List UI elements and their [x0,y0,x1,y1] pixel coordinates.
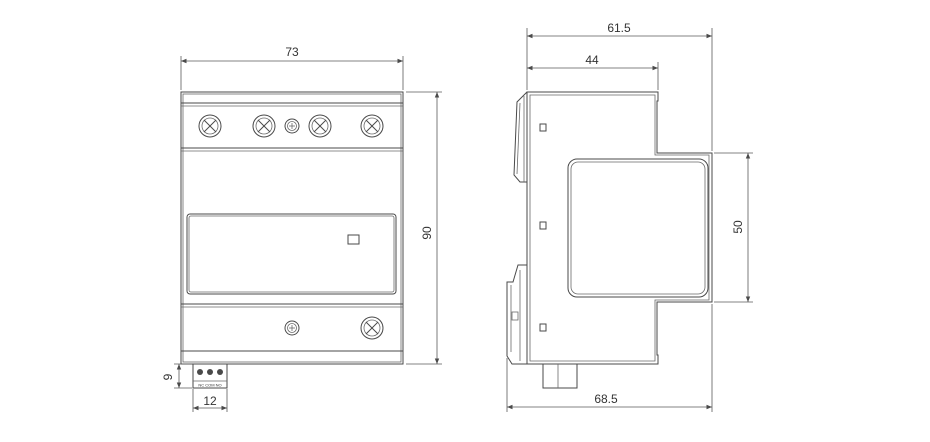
terminal-screw-icon [198,114,222,138]
terminal-screw-icon [360,316,384,340]
dim-label-terminal-width: 12 [203,394,217,408]
side-terminal-block [542,363,578,389]
dim-label-side-inner-top: 44 [585,53,599,67]
side-housing-inner-outline [529,94,710,362]
din-clip-bottom [506,264,527,365]
side-window-outline [567,158,709,298]
vent-slot [539,123,547,132]
status-indicator-window [347,234,360,245]
front-view: NC COM NO 73 90 9 12 [161,45,442,412]
dim-label-front-height: 90 [420,226,434,240]
terminal-block-label: NC COM NO [198,383,221,388]
front-label-window-inner [188,215,395,293]
small-screw-icon [284,320,300,336]
terminal-screw-icon [308,114,332,138]
side-window-inner [570,161,706,295]
terminal-block-outline [192,363,228,389]
dim-label-terminal-height: 9 [161,373,175,380]
side-housing-outline [526,91,713,365]
dim-label-front-width: 73 [285,45,299,59]
vent-slot [539,323,547,332]
dim-label-side-window: 50 [731,220,745,234]
front-housing-outline [180,91,404,365]
terminal-screw-icon [252,114,276,138]
din-clip-top [513,91,528,183]
front-housing-inner-outline [182,93,402,363]
terminal-screw-icon [360,114,384,138]
vent-slot [539,221,547,230]
front-label-window [186,213,397,295]
dim-label-side-outer-top: 61.5 [607,21,631,35]
small-screw-icon [284,118,300,134]
dim-label-side-bottom: 68.5 [594,392,618,406]
side-view: 61.5 44 50 68.5 [506,21,753,412]
remote-terminal-block: NC COM NO [192,363,228,389]
